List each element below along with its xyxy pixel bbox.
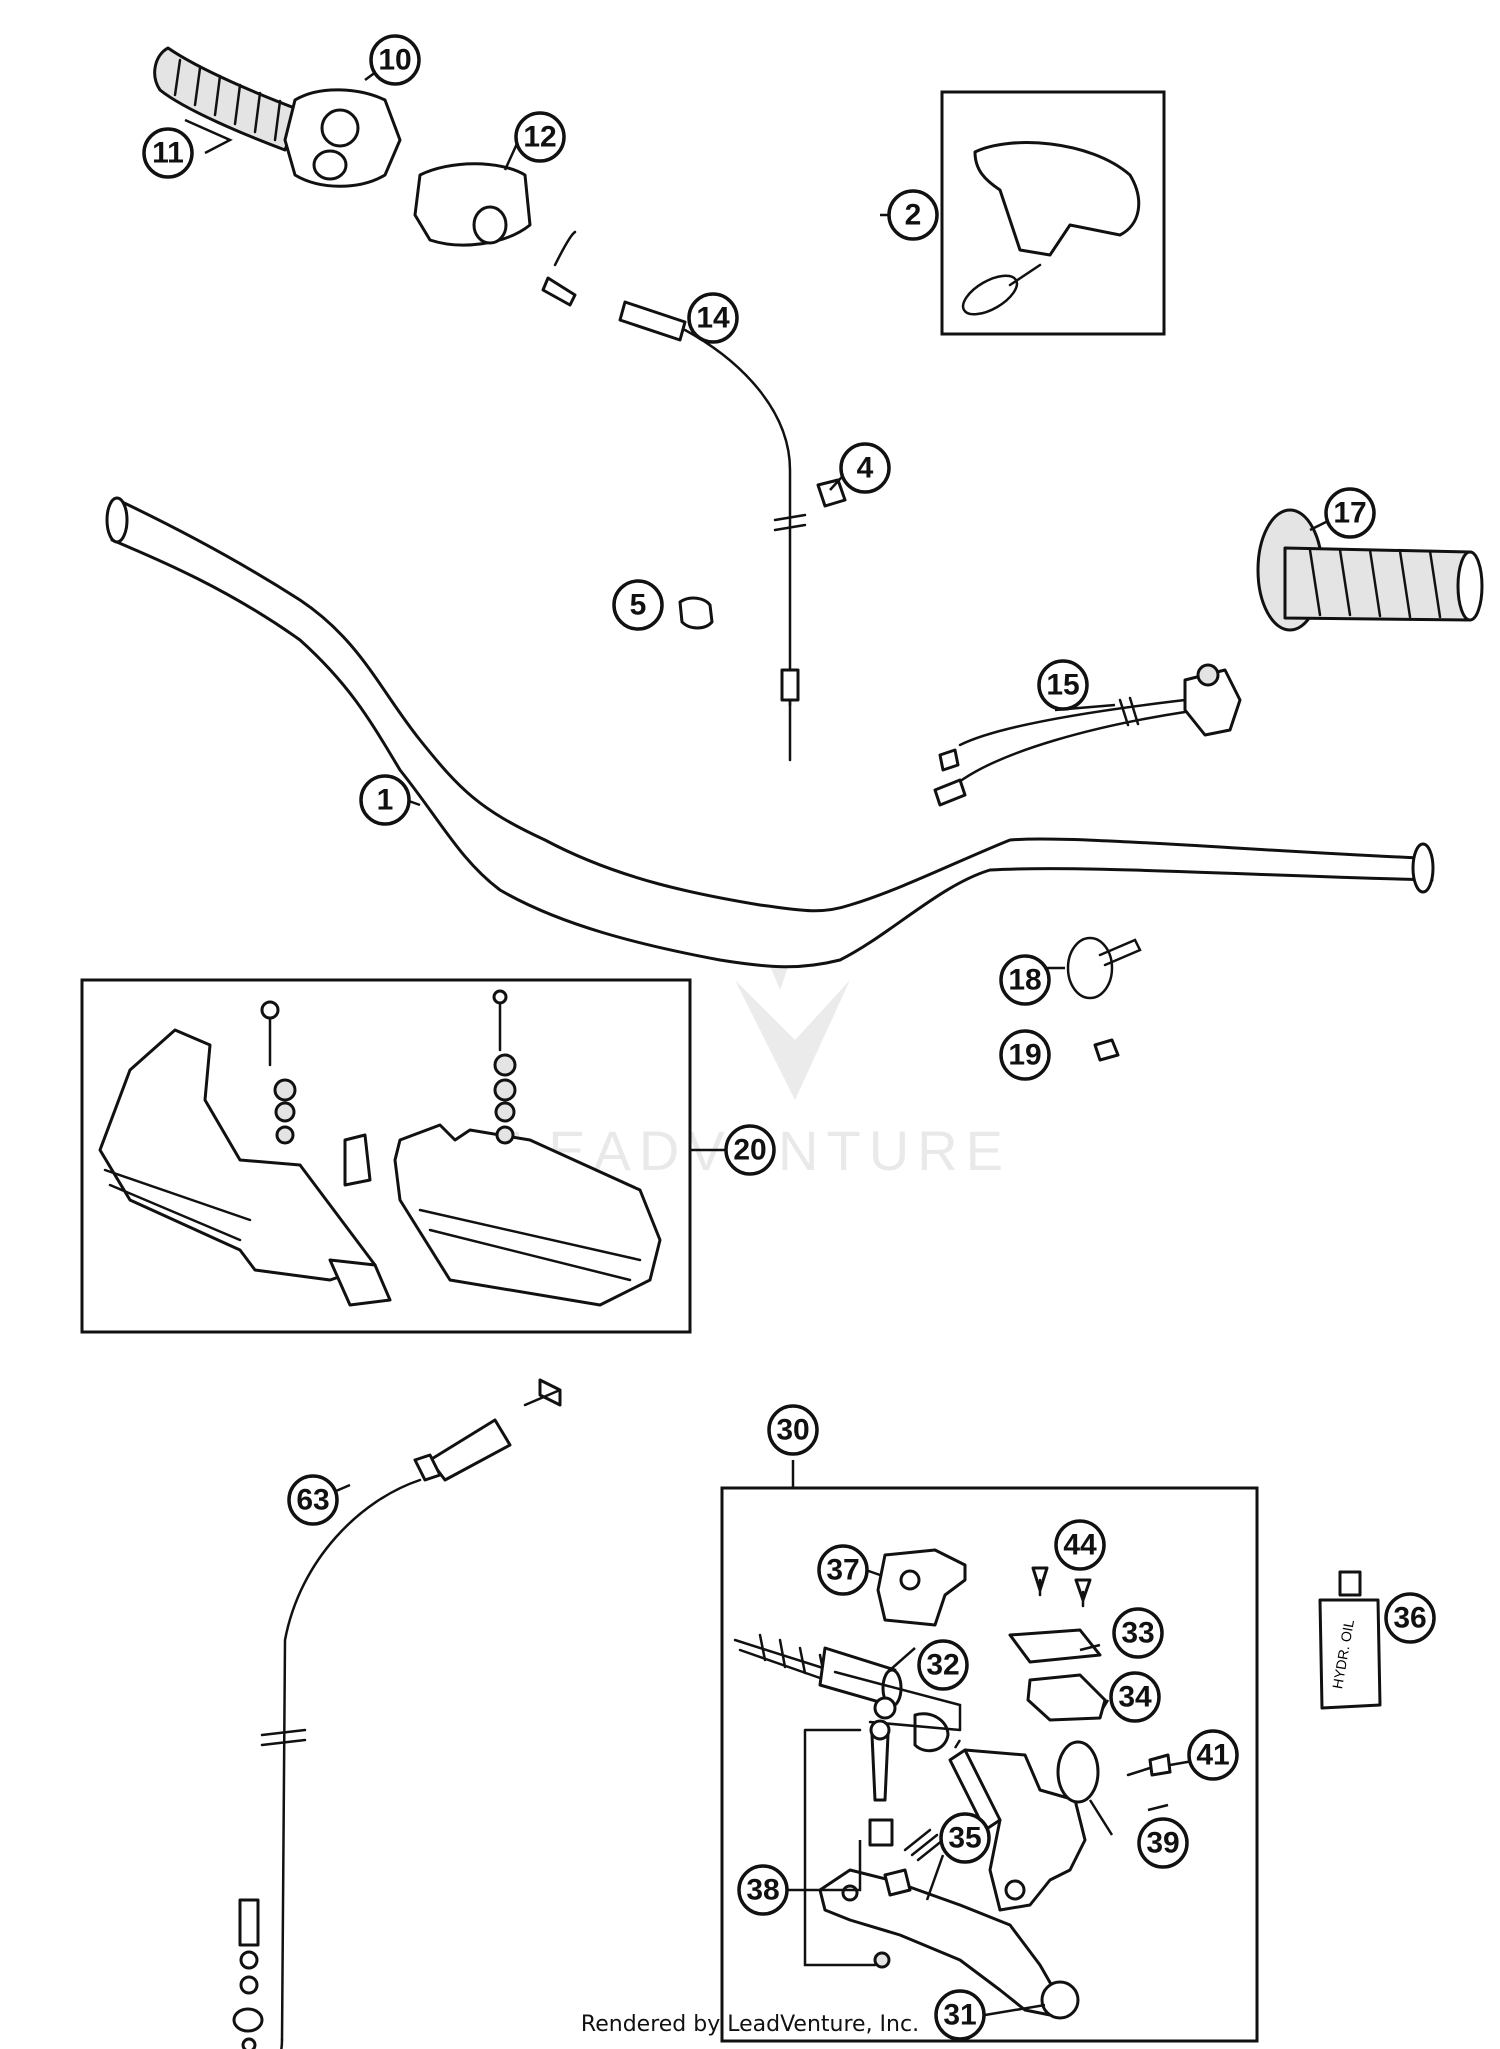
callouts: 1 2 4 5 10 11 12 14 15 17 18 19 20 30 31… <box>142 34 1436 2041</box>
callout-10: 10 <box>369 34 421 86</box>
svg-text:17: 17 <box>1333 497 1366 530</box>
kill-switch <box>933 663 1242 807</box>
svg-text:38: 38 <box>746 1874 779 1907</box>
box-part-30 <box>720 1486 1259 2043</box>
svg-text:33: 33 <box>1121 1617 1154 1650</box>
svg-text:39: 39 <box>1146 1827 1179 1860</box>
box-part-20 <box>80 978 692 1334</box>
callout-19: 19 <box>999 1029 1051 1081</box>
svg-text:34: 34 <box>1118 1681 1152 1714</box>
svg-text:44: 44 <box>1063 1529 1097 1562</box>
callout-20: 20 <box>724 1124 776 1176</box>
svg-text:32: 32 <box>926 1649 959 1682</box>
callout-11: 11 <box>142 127 194 179</box>
callout-35: 35 <box>939 1812 991 1864</box>
callout-12: 12 <box>514 111 566 163</box>
callout-2: 2 <box>887 189 939 241</box>
callout-32: 32 <box>917 1639 969 1691</box>
svg-text:4: 4 <box>857 452 874 485</box>
svg-text:35: 35 <box>948 1822 981 1855</box>
handlebar <box>105 496 1435 969</box>
throttle-housing <box>283 88 402 188</box>
svg-text:30: 30 <box>776 1414 809 1447</box>
callout-34: 34 <box>1109 1671 1161 1723</box>
svg-text:10: 10 <box>378 44 411 77</box>
oil-bottle: HYDR. OIL <box>1318 1570 1382 1710</box>
hand-guards <box>98 989 662 1307</box>
left-grip <box>153 46 302 152</box>
cable-nut <box>816 478 847 508</box>
cover-with-tie <box>961 141 1141 316</box>
svg-text:12: 12 <box>523 121 556 154</box>
svg-text:5: 5 <box>630 589 647 622</box>
callout-63: 63 <box>287 1474 339 1526</box>
callout-30: 30 <box>767 1404 819 1456</box>
nut <box>1093 1038 1120 1062</box>
callout-39: 39 <box>1137 1817 1189 1869</box>
svg-text:15: 15 <box>1046 669 1079 702</box>
svg-text:37: 37 <box>826 1554 859 1587</box>
throttle-cable <box>541 230 807 762</box>
svg-text:63: 63 <box>296 1484 329 1517</box>
box-part-2 <box>940 90 1166 336</box>
callout-15: 15 <box>1037 659 1089 711</box>
callout-31: 31 <box>934 1989 986 2041</box>
svg-text:2: 2 <box>905 199 922 232</box>
svg-text:36: 36 <box>1393 1602 1426 1635</box>
svg-text:11: 11 <box>152 137 184 170</box>
master-cylinder-parts <box>733 1548 1172 2020</box>
throttle-cover <box>413 162 532 247</box>
callout-36: 36 <box>1384 1592 1436 1644</box>
callout-17: 17 <box>1324 487 1376 539</box>
brake-hose <box>232 1378 562 2049</box>
callout-44: 44 <box>1054 1519 1106 1571</box>
callout-41: 41 <box>1187 1729 1239 1781</box>
footer-credit: Rendered by LeadVenture, Inc. <box>580 2012 920 2037</box>
svg-text:31: 31 <box>943 1999 976 2032</box>
svg-text:20: 20 <box>733 1134 766 1167</box>
callout-14: 14 <box>687 292 739 344</box>
cable-clip <box>678 596 714 630</box>
svg-text:1: 1 <box>377 784 394 817</box>
callout-33: 33 <box>1112 1607 1164 1659</box>
callout-4: 4 <box>839 442 891 494</box>
callout-1: 1 <box>359 774 411 826</box>
svg-text:19: 19 <box>1008 1039 1041 1072</box>
callout-5: 5 <box>612 579 664 631</box>
callout-38: 38 <box>737 1864 789 1916</box>
svg-text:41: 41 <box>1196 1739 1229 1772</box>
leader-lines <box>184 58 1331 2017</box>
zip-tie <box>1066 936 1142 1000</box>
svg-text:14: 14 <box>696 302 730 335</box>
callout-18: 18 <box>999 954 1051 1006</box>
svg-text:18: 18 <box>1008 964 1041 997</box>
right-grip <box>1256 508 1484 632</box>
callout-37: 37 <box>817 1544 869 1596</box>
